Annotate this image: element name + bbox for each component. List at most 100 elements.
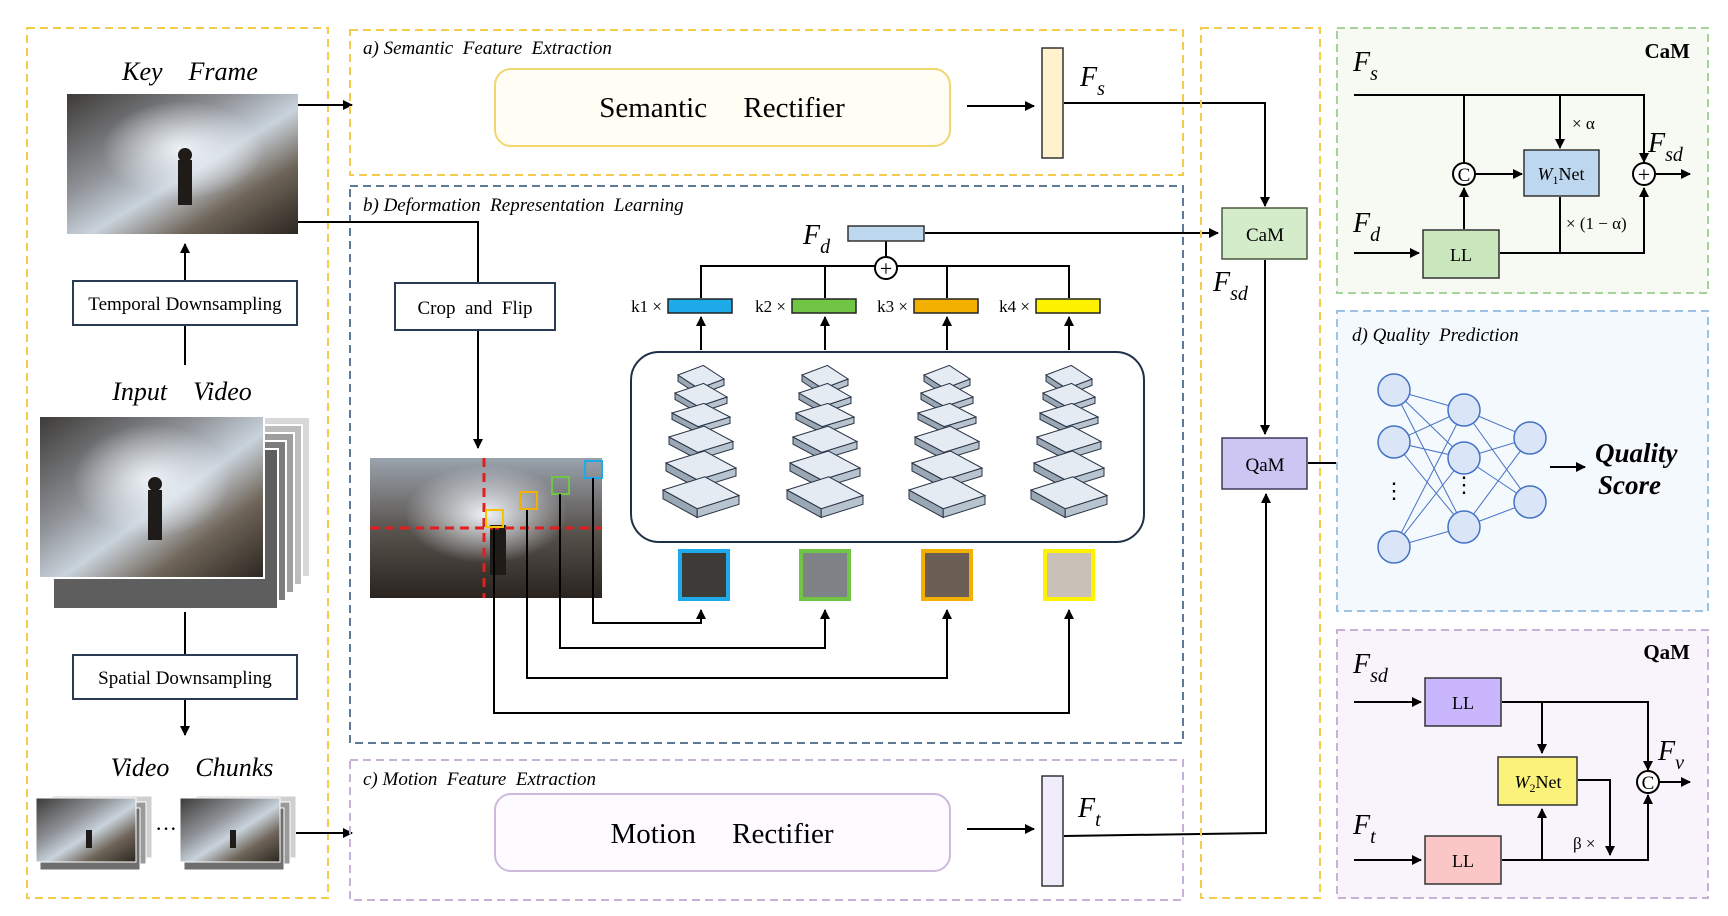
ft-label: Ft <box>1077 793 1101 831</box>
nn-node <box>1513 421 1547 455</box>
encoder-layer <box>673 382 729 408</box>
qam-ll-top-label: LL <box>1452 693 1474 713</box>
nn-edge <box>1393 441 1465 528</box>
k2-feature-bar <box>791 298 857 314</box>
line-patch-to-thumb2 <box>559 494 830 649</box>
cam-module-title: CaM <box>1645 39 1691 63</box>
thumbnail-k3 <box>921 549 973 601</box>
nn-node <box>1513 485 1547 519</box>
nn-edge <box>1463 409 1531 503</box>
encoder-stack-3 <box>907 364 987 519</box>
encoder-layer <box>910 450 984 481</box>
cam-fs-label: Fs <box>1352 47 1378 85</box>
line-key-to-crop <box>298 221 479 282</box>
k1-label: k1 × <box>631 297 662 316</box>
k3-label: k3 × <box>877 297 908 316</box>
semantic-panel <box>349 29 1184 176</box>
w2net-label: W2Net <box>1515 772 1562 795</box>
k3-feature-bar <box>913 298 979 314</box>
nn-node <box>1377 530 1411 564</box>
line-patch-to-thumb1 <box>592 478 706 624</box>
qam-line-ll-top-right <box>1502 701 1653 771</box>
sum-node <box>874 256 898 280</box>
cam-line-ll-right <box>1500 187 1649 254</box>
qam-box-label: QaM <box>1245 455 1284 476</box>
thumbnail-k4 <box>1043 549 1095 601</box>
temporal-downsampling-label: Temporal Downsampling <box>88 294 282 315</box>
cam-line-top <box>1354 94 1649 163</box>
encoder-layer <box>922 364 972 390</box>
spatial-downsampling-box <box>72 654 298 700</box>
encoder-layer <box>661 476 741 510</box>
video-chunk-2 <box>179 795 297 871</box>
cam-concat-node <box>1452 162 1476 186</box>
crop-flip-label: Crop and Flip <box>417 298 532 319</box>
encoder-layer <box>907 476 987 510</box>
encoder-layer <box>676 364 726 390</box>
k4-feature-bar <box>1035 298 1101 314</box>
line-patch-to-thumb3 <box>526 510 952 679</box>
cam-sum-node <box>1632 162 1656 186</box>
fd-feature-bar <box>847 225 925 242</box>
nn-node <box>1377 425 1411 459</box>
qam-module-title: QaM <box>1643 640 1690 664</box>
thumbnail-k1 <box>678 549 730 601</box>
encoder-layer <box>667 425 735 453</box>
encoder-layer <box>1035 425 1103 453</box>
nn-ellipsis: ⋮ <box>1453 472 1475 497</box>
video-chunk-1 <box>35 795 153 871</box>
qam-concat-node <box>1636 770 1660 794</box>
encoder-layer <box>670 402 732 428</box>
qam-ll-bottom-box <box>1424 835 1502 885</box>
w1net-label: W1Net <box>1538 164 1585 187</box>
cam-box <box>1221 207 1308 260</box>
input-panel <box>26 27 329 899</box>
w1net-box <box>1523 149 1600 197</box>
w2net-box <box>1497 756 1578 806</box>
k2-label: k2 × <box>755 297 786 316</box>
nn-edge <box>1393 457 1465 548</box>
encoder-layer <box>1041 382 1097 408</box>
line-ft-to-qam <box>1063 493 1271 837</box>
encoder-layer <box>785 476 865 510</box>
quality-network: ⋮⋮ <box>1377 373 1547 564</box>
nn-node <box>1447 441 1481 475</box>
key-frame-label: Key Frame <box>121 57 258 86</box>
qam-line-w2-right <box>1578 779 1615 856</box>
sum-node-plus: + <box>880 256 892 281</box>
encoder-layer <box>1029 476 1109 510</box>
qam-fsd-label: Fsd <box>1352 649 1389 687</box>
encoder-layer <box>797 382 853 408</box>
fsd-label: Fsd <box>1212 267 1249 305</box>
encoder-container <box>630 351 1145 543</box>
temporal-downsampling-box <box>72 280 298 326</box>
nn-edge <box>1393 409 1465 548</box>
encoder-layer <box>800 364 850 390</box>
encoder-layer <box>788 450 862 481</box>
motion-panel-title: c) Motion Feature Extraction <box>363 769 596 790</box>
input-video-label: Input Video <box>111 377 252 406</box>
encoder-layer <box>1044 364 1094 390</box>
k1-feature-bar <box>667 298 733 314</box>
fs-feature-bar <box>1041 47 1064 159</box>
cam-concat-label: C <box>1458 165 1471 186</box>
cam-fsd-label: Fsd <box>1647 128 1684 166</box>
qam-beta-label: β × <box>1573 834 1596 853</box>
cam-fd-label: Fd <box>1352 208 1381 246</box>
cam-ll-label: LL <box>1450 245 1472 265</box>
encoder-stacks <box>661 364 1109 519</box>
qam-fv-label: Fv <box>1657 736 1684 774</box>
nn-edge <box>1463 437 1531 528</box>
k4-label: k4 × <box>999 297 1030 316</box>
motion-panel <box>349 759 1184 901</box>
encoder-layer <box>664 450 738 481</box>
semantic-panel-title: a) Semantic Feature Extraction <box>363 38 612 59</box>
encoder-layer <box>913 425 981 453</box>
thumbnail-k2 <box>799 549 851 601</box>
motion-rectifier-label: Motion Rectifier <box>610 818 833 850</box>
qam-concat-label: C <box>1642 773 1655 794</box>
qam-ft-label: Ft <box>1352 810 1376 848</box>
fd-label: Fd <box>802 220 831 258</box>
nn-node <box>1377 373 1411 407</box>
